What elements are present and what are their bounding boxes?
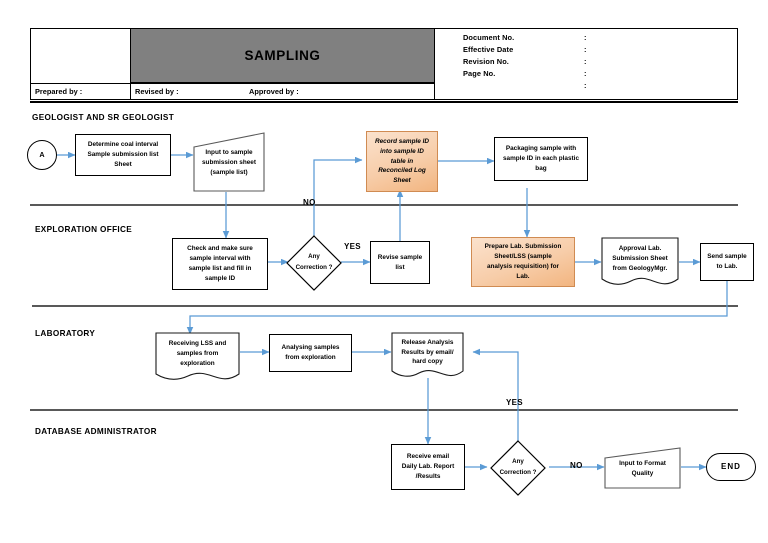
lane-divider-3 xyxy=(30,409,738,411)
node-end[interactable]: END xyxy=(706,453,756,481)
lane-label-laboratory: LABORATORY xyxy=(35,329,96,338)
connector-label-yes-lower: YES xyxy=(506,398,523,407)
meta-row: Page No. : xyxy=(463,68,738,80)
lane-label-database-administrator: DATABASE ADMINISTRATOR xyxy=(35,427,157,436)
node-release-analysis-shape[interactable] xyxy=(391,332,464,380)
meta-label: Document No. xyxy=(463,33,515,42)
decision-correction-2[interactable]: Any Correction ? xyxy=(499,458,537,476)
connector-label-yes-upper: YES xyxy=(344,242,361,251)
document-title-box: SAMPLING xyxy=(130,28,435,83)
meta-colon: : xyxy=(584,45,587,54)
meta-label: Revision No. xyxy=(463,57,509,66)
lane-label-exploration-office: EXPLORATION OFFICE xyxy=(35,225,133,234)
title-block-left-cell xyxy=(30,28,130,83)
node-analysing-samples[interactable]: Analysing samples from exploration xyxy=(269,334,352,372)
title-block: SAMPLING Document No. : Effective Date :… xyxy=(30,28,738,103)
approved-by-label: Approved by : xyxy=(249,87,299,96)
connector-label-no-upper: NO xyxy=(303,198,316,207)
node-input-format-quality[interactable]: Input to Format Quality xyxy=(619,460,666,477)
node-approval-lss-shape[interactable] xyxy=(601,237,679,289)
node-determine-coal-interval[interactable]: Determine coal interval Sample submissio… xyxy=(75,134,171,176)
meta-colon: : xyxy=(584,69,587,78)
page-title: SAMPLING xyxy=(244,48,321,63)
node-revise-sample-list[interactable]: Revise sample list xyxy=(370,241,430,284)
header-underline xyxy=(30,101,738,103)
meta-row: Revision No. : xyxy=(463,56,738,68)
decision-correction-1[interactable]: Any Correction ? xyxy=(295,253,333,271)
signoff-divider xyxy=(130,84,131,99)
node-record-sample-id[interactable]: Record sample ID into sample ID table in… xyxy=(366,131,438,192)
node-check-make-sure[interactable]: Check and make sure sample interval with… xyxy=(172,238,268,290)
meta-colon: : xyxy=(584,57,587,66)
meta-row-extra: : xyxy=(463,80,738,92)
node-input-format-quality-shape[interactable] xyxy=(604,447,681,489)
meta-label: Effective Date xyxy=(463,45,514,54)
start-node-a[interactable]: A xyxy=(27,140,57,170)
node-receive-email[interactable]: Receive email Daily Lab. Report /Results xyxy=(391,444,465,490)
meta-colon: : xyxy=(584,33,587,42)
meta-row: Effective Date : xyxy=(463,44,738,56)
node-receiving-lss-shape[interactable] xyxy=(155,332,240,384)
node-input-sample-sheet[interactable]: Input to sample submission sheet (sample… xyxy=(202,149,256,176)
wire-decision1-no-to-record xyxy=(313,156,363,238)
signoff-row: Prepared by : Revised by : Approved by : xyxy=(30,83,435,100)
lane-divider-1 xyxy=(30,204,738,206)
revised-by-label: Revised by : xyxy=(135,87,179,96)
decision-correction-1-shape[interactable] xyxy=(286,235,342,291)
node-send-sample-to-lab[interactable]: Send sample to Lab. xyxy=(700,243,754,281)
node-receiving-lss[interactable]: Receiving LSS and samples from explorati… xyxy=(168,340,227,367)
document-meta: Document No. : Effective Date : Revision… xyxy=(435,28,738,100)
prepared-by-label: Prepared by : xyxy=(35,87,83,96)
node-release-analysis[interactable]: Release Analysis Results by email/ hard … xyxy=(401,338,454,366)
meta-row: Document No. : xyxy=(463,32,738,44)
decision-correction-2-shape[interactable] xyxy=(490,440,546,496)
node-input-sample-sheet-shape[interactable] xyxy=(193,132,265,192)
lane-divider-2 xyxy=(32,305,738,307)
connector-label-no-lower: NO xyxy=(570,461,583,470)
node-prepare-lab-submission-sheet[interactable]: Prepare Lab. Submission Sheet/LSS (sampl… xyxy=(471,237,575,287)
meta-colon: : xyxy=(584,81,587,90)
node-approval-lss[interactable]: Approval Lab. Submission Sheet from Geol… xyxy=(612,245,668,272)
node-packaging-sample[interactable]: Packaging sample with sample ID in each … xyxy=(494,137,588,181)
lane-label-geologist: GEOLOGIST AND SR GEOLOGIST xyxy=(32,113,175,122)
meta-label: Page No. xyxy=(463,69,496,78)
